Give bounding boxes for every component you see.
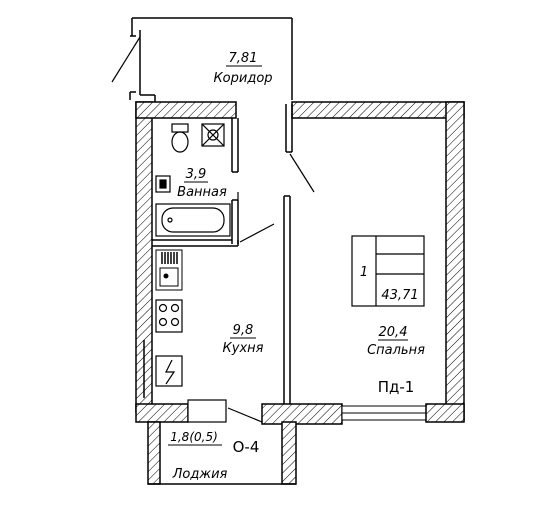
bathtub-icon [155, 203, 231, 237]
kitchen-sink-icon [155, 249, 183, 291]
bedroom-window [341, 405, 427, 421]
bedroom-name: Спальня [367, 343, 425, 358]
stove-icon [155, 299, 183, 333]
apartment-room-count: 1 [360, 265, 368, 280]
bedroom-door-swing [289, 153, 315, 193]
interior-partitions [152, 104, 293, 404]
loggia-area: 1,8(0,5) [170, 430, 218, 444]
bottom-wall-left [135, 403, 189, 423]
left-top-wall [135, 101, 237, 119]
toilet-icon [171, 123, 189, 153]
bottom-wall-mid [261, 403, 343, 425]
balcony-door-swing [227, 407, 263, 423]
bedroom-area: 20,4 [379, 325, 408, 340]
kitchen-name: Кухня [223, 341, 264, 356]
corridor-walls [129, 17, 293, 105]
entrance-door-swing [111, 36, 141, 83]
bedroom-top-wall [291, 101, 465, 119]
sink-icon [155, 175, 171, 193]
corridor-area: 7,81 [229, 51, 258, 66]
bathroom-name: Ванная [177, 185, 227, 200]
fridge-icon [155, 355, 183, 387]
shower-drain-icon [201, 123, 225, 147]
kitchen-door-swing [239, 223, 275, 243]
loggia-left-wall [147, 421, 161, 485]
window-type-marker: О-4 [233, 438, 260, 456]
loggia-name: Лоджия [172, 467, 228, 482]
bottom-wall-right [425, 403, 465, 423]
pd-marker: Пд-1 [378, 378, 415, 396]
kitchen-window [187, 399, 227, 423]
corridor-name: Коридор [213, 71, 272, 86]
kitchen-area: 9,8 [233, 323, 254, 338]
apartment-info-box [351, 235, 425, 307]
right-wall [445, 101, 465, 421]
bathroom-area: 3,9 [186, 167, 207, 182]
loggia-right-wall [281, 421, 297, 485]
apartment-total-area: 43,71 [381, 288, 418, 303]
